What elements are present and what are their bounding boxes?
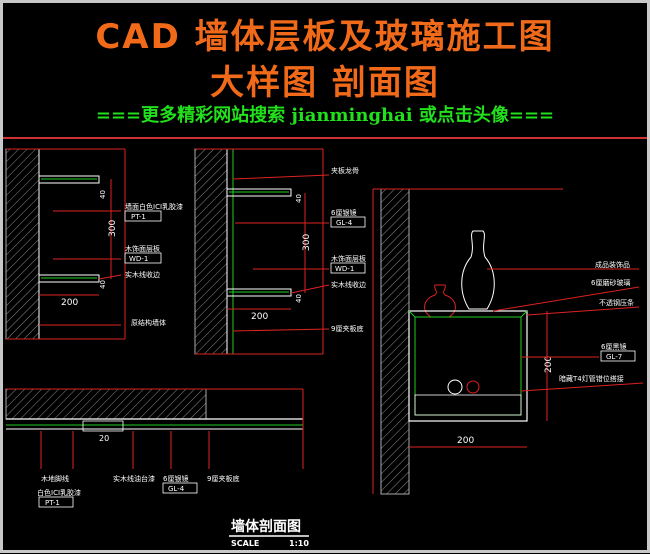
dim-d-20: 20 (99, 434, 109, 443)
dim-c-height: 200 (544, 356, 554, 373)
dim-b-40b: 40 (295, 294, 303, 303)
shelf-b1 (226, 188, 292, 197)
wall-hatch-c (380, 188, 410, 495)
label-c-decor: 成品装饰品 (595, 260, 630, 269)
title-line-2: 大样图 剖面图 (210, 63, 440, 103)
label-d-mirror: 6厘银镜 (163, 474, 188, 483)
decor-sphere (466, 380, 480, 394)
title-banner: CAD 墙体层板及玻璃施工图 大样图 剖面图 ===更多精彩网站搜索 jianm… (3, 3, 647, 139)
label-d-plywood: 9厘夹板底 (207, 474, 239, 483)
drawing-caption: 墙体剖面图 SCALE 1:10 (229, 518, 309, 548)
cabinet-body (408, 310, 528, 422)
code-b-gl4: GL-4 (336, 219, 353, 227)
vase-small (424, 284, 456, 318)
wall-hatch-a (5, 148, 40, 340)
detail-a: 300 200 40 40 墙面白色ICI乳胶漆 PT-1 木饰面层板 WD-1… (5, 148, 183, 340)
label-d-paint: 白色ICI乳胶漆 (37, 488, 81, 497)
dim-a-200: 200 (61, 298, 78, 308)
cabinet-inner (414, 316, 522, 416)
detail-d: 20 木地脚线 白色ICI乳胶漆 PT-1 实木线油台漆 6厘银镜 GL-4 9… (5, 388, 304, 508)
vase-tall (461, 230, 495, 310)
code-c-gl7: GL-7 (606, 353, 622, 361)
code-d-gl4: GL-4 (168, 485, 185, 493)
label-a-wall: 原结构墙体 (131, 318, 166, 327)
title-line-1: CAD 墙体层板及玻璃施工图 (95, 17, 555, 57)
label-b-edge: 实木线收边 (331, 280, 366, 289)
code-b-wd1: WD-1 (335, 265, 354, 273)
label-c-frosted: 6厘磨砂玻璃 (591, 278, 630, 287)
caption-title: 墙体剖面图 (231, 518, 301, 535)
drawing-canvas: 300 200 40 40 墙面白色ICI乳胶漆 PT-1 木饰面层板 WD-1… (5, 148, 644, 548)
cad-drawing: 300 200 40 40 墙面白色ICI乳胶漆 PT-1 木饰面层板 WD-1… (3, 139, 647, 550)
code-a-pt1: PT-1 (131, 213, 146, 221)
floor-hatch (5, 388, 207, 420)
dim-a-300: 300 (108, 220, 118, 237)
label-d-baseboard: 木地脚线 (41, 474, 69, 483)
label-a-paint: 墙面白色ICI乳胶漆 (125, 202, 183, 211)
dim-a-40b: 40 (99, 280, 107, 289)
label-c-blackmirror: 6厘黑镜 (601, 342, 626, 351)
label-b-woodpanel: 木饰面层板 (331, 254, 366, 263)
caption-scale-label: SCALE (231, 539, 259, 548)
caption-scale-value: 1:10 (289, 539, 309, 548)
wall-hatch-b (194, 148, 228, 355)
label-d-woodtrim: 实木线油台漆 (113, 474, 155, 483)
promo-text: ===更多精彩网站搜索 jianminghai 或点击头像=== (95, 105, 555, 126)
label-a-woodpanel: 木饰面层板 (125, 244, 160, 253)
label-c-light: 暗藏T4灯管错位搭接 (559, 374, 624, 383)
label-a-edge: 实木线收边 (125, 270, 160, 279)
dim-b-300: 300 (302, 234, 312, 251)
dim-b-40a: 40 (295, 194, 303, 203)
detail-b: 300 200 40 40 夹板龙骨 6厘银镜 GL-4 木饰面层板 WD-1 … (194, 148, 366, 355)
dim-b-200: 200 (251, 312, 268, 322)
code-d-pt1: PT-1 (45, 499, 60, 507)
dim-c-width: 200 (457, 436, 474, 446)
detail-c: 200 200 成品装饰品 6厘磨砂玻璃 不透钢压条 6厘黑镜 GL-7 暗藏T… (372, 188, 644, 495)
dim-a-40a: 40 (99, 190, 107, 199)
label-b-plywood: 9厘夹板底 (331, 324, 363, 333)
code-a-wd1: WD-1 (129, 255, 148, 263)
decor-ball (447, 379, 463, 395)
label-c-steel: 不透钢压条 (599, 298, 634, 307)
label-b-mirror: 6厘银镜 (331, 208, 356, 217)
label-b-frame: 夹板龙骨 (331, 166, 359, 175)
shelf-a1 (38, 175, 100, 184)
